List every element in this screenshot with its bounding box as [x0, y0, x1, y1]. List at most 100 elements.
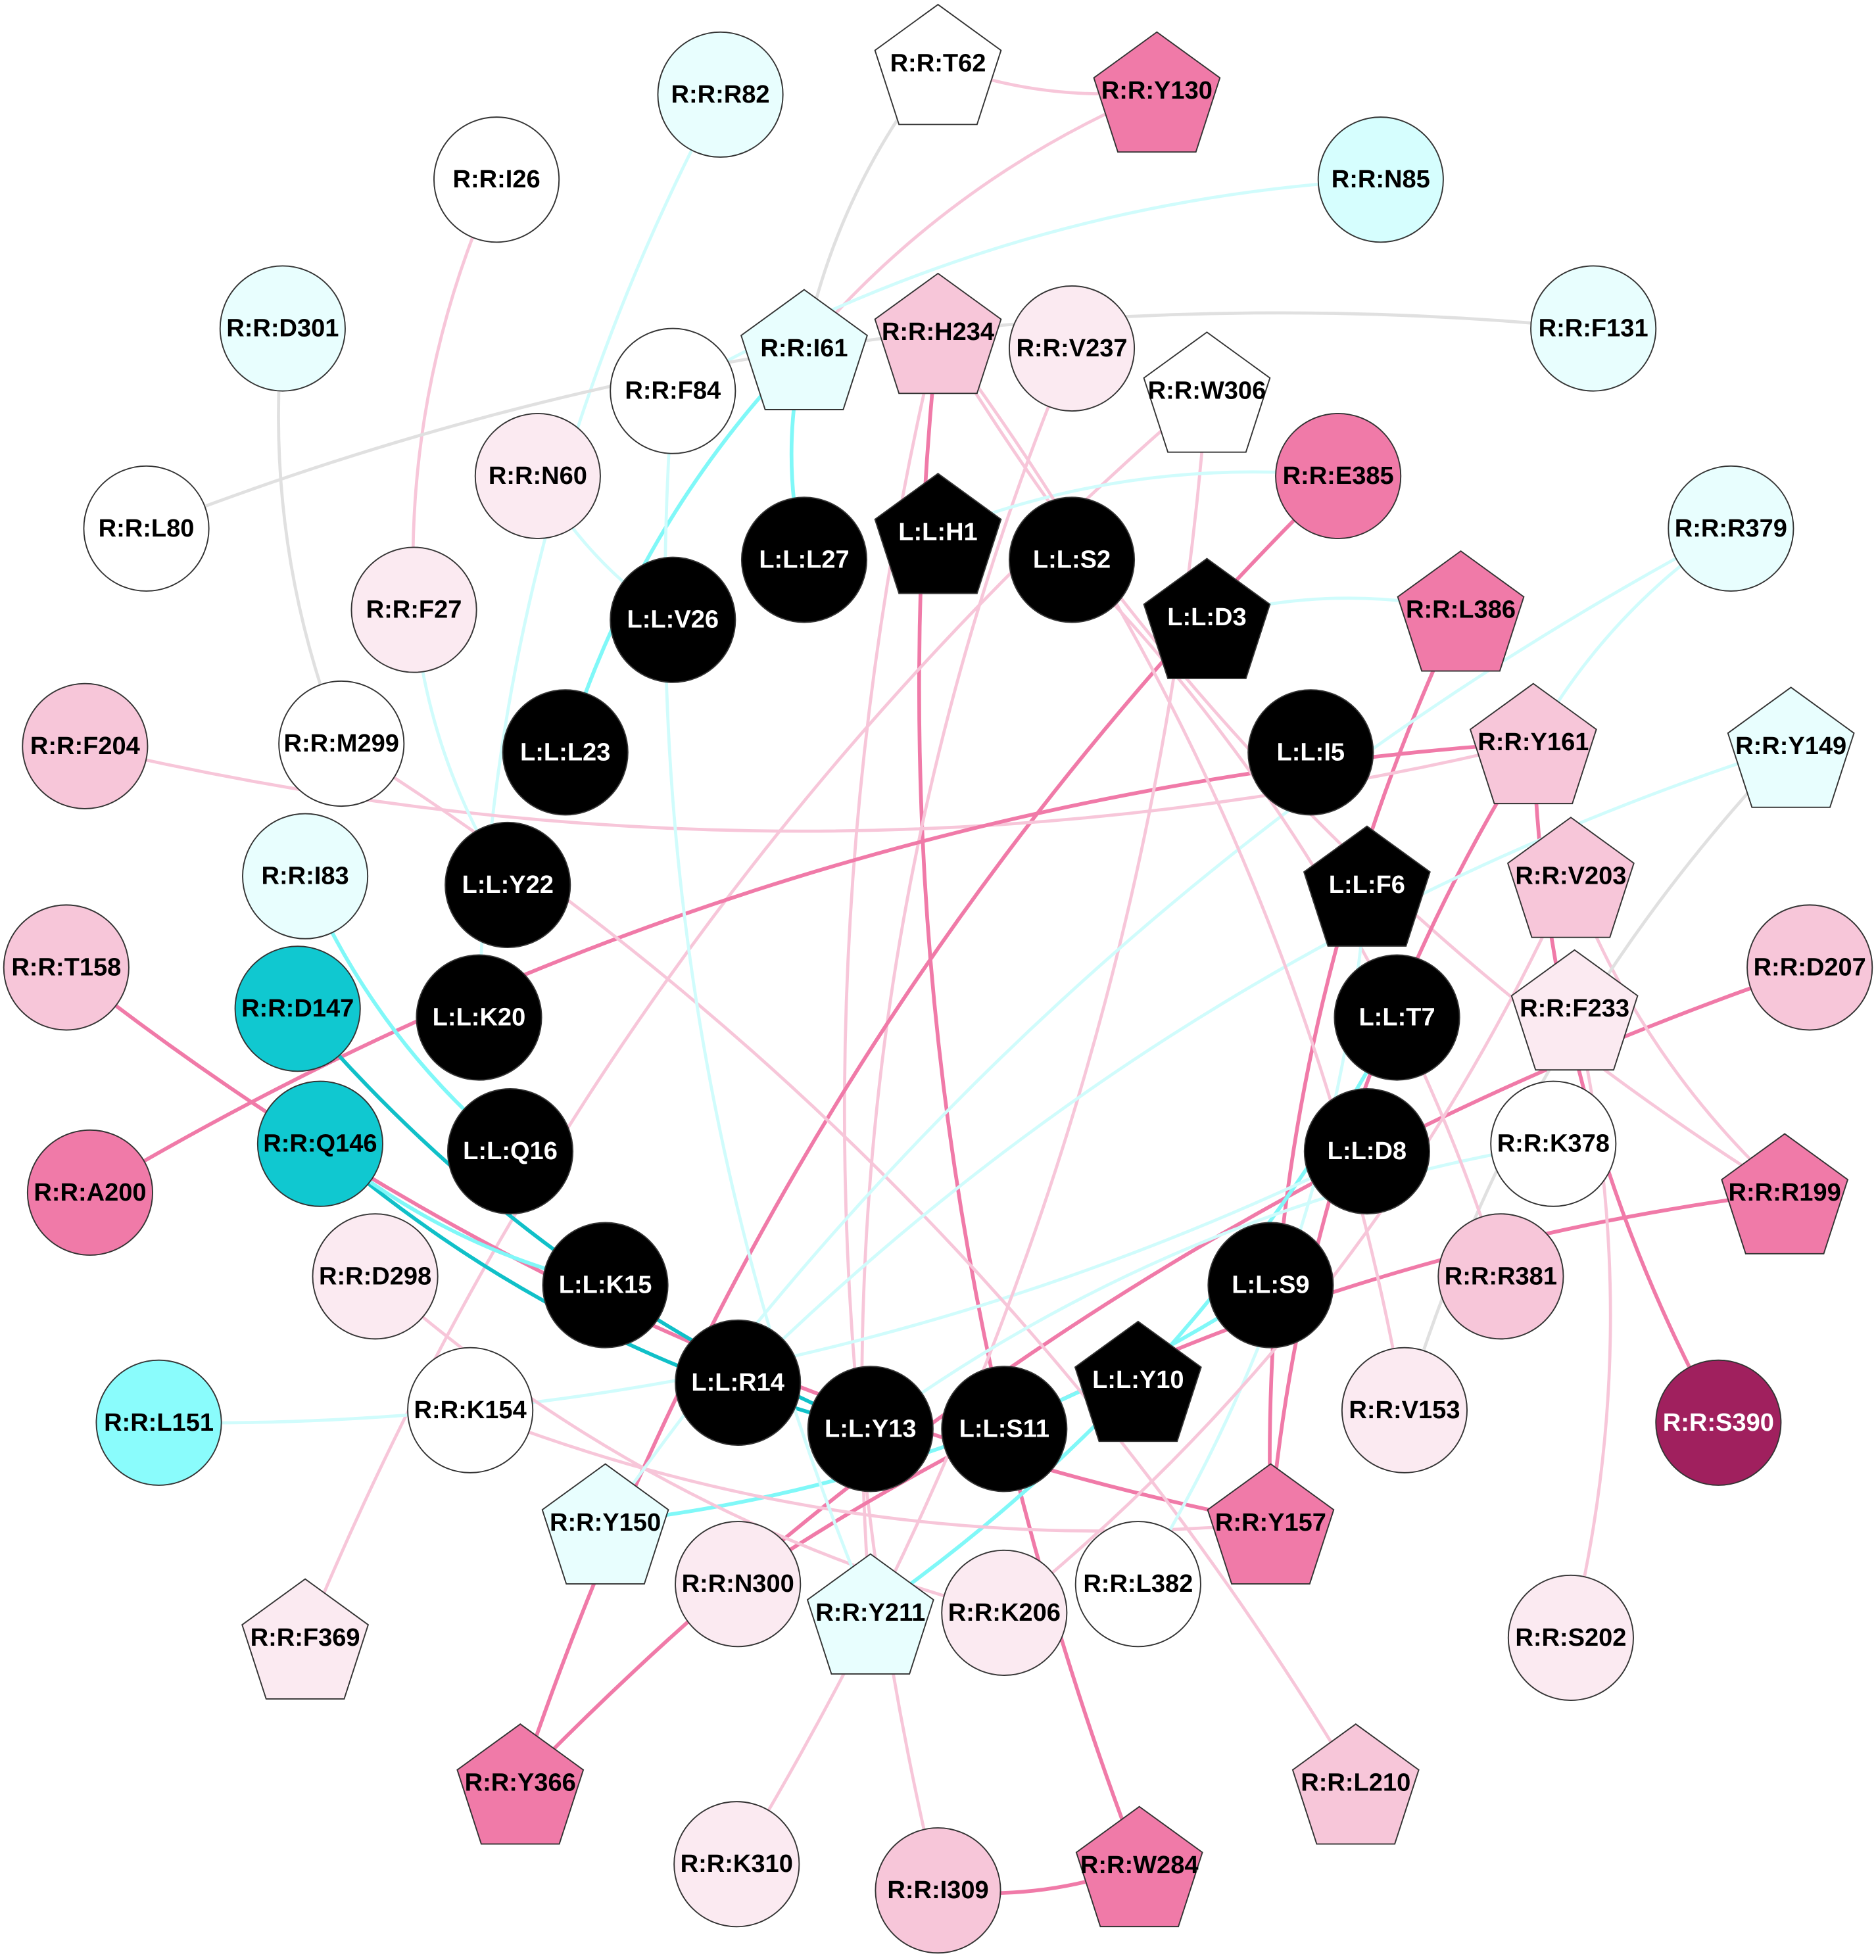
node-s390[interactable]: R:R:S390: [1655, 1359, 1782, 1486]
node-y366[interactable]: R:R:Y366: [456, 1723, 585, 1845]
node-f84[interactable]: R:R:F84: [610, 327, 736, 454]
pentagon-node-shape: [1721, 1133, 1849, 1255]
pentagon-node-shape: [1143, 331, 1271, 453]
node-f131[interactable]: R:R:F131: [1530, 265, 1657, 392]
node-k378[interactable]: R:R:K378: [1490, 1080, 1617, 1207]
circle-node-shape: [22, 682, 149, 809]
node-w306[interactable]: R:R:W306: [1143, 331, 1271, 453]
node-d3[interactable]: L:L:D3: [1143, 558, 1271, 679]
node-h234[interactable]: R:R:H234: [874, 272, 1002, 394]
node-k20[interactable]: L:L:K20: [416, 954, 542, 1081]
edge-I61-L23: [563, 347, 806, 753]
node-w284[interactable]: R:R:W284: [1075, 1805, 1203, 1928]
node-label: L:L:S2: [1033, 546, 1111, 573]
node-y157[interactable]: R:R:Y157: [1207, 1463, 1335, 1585]
node-h1[interactable]: L:L:H1: [874, 473, 1002, 594]
node-i61[interactable]: R:R:I61: [740, 289, 868, 410]
node-k154[interactable]: R:R:K154: [407, 1347, 534, 1473]
node-f6[interactable]: L:L:F6: [1303, 825, 1431, 947]
node-label: L:L:V26: [627, 606, 719, 634]
node-r379[interactable]: R:R:R379: [1668, 465, 1794, 592]
circle-node-shape: [1341, 1347, 1468, 1473]
node-s9[interactable]: L:L:S9: [1207, 1222, 1334, 1349]
node-l23[interactable]: L:L:L23: [502, 689, 629, 816]
node-label: R:R:K206: [948, 1599, 1061, 1627]
node-k206[interactable]: R:R:K206: [941, 1549, 1068, 1676]
node-s11[interactable]: L:L:S11: [941, 1366, 1068, 1493]
node-l382[interactable]: R:R:L382: [1074, 1521, 1201, 1648]
node-q16[interactable]: L:L:Q16: [446, 1088, 574, 1215]
node-l210[interactable]: R:R:L210: [1291, 1723, 1420, 1845]
node-y149[interactable]: R:R:Y149: [1727, 686, 1855, 808]
node-i5[interactable]: L:L:I5: [1247, 689, 1374, 816]
node-t158[interactable]: R:R:T158: [3, 904, 130, 1031]
node-l27[interactable]: L:L:L27: [740, 496, 868, 623]
pentagon-node-shape: [1143, 558, 1271, 679]
node-d147[interactable]: R:R:D147: [234, 945, 361, 1072]
pentagon-node-shape: [1506, 817, 1635, 938]
node-m299[interactable]: R:R:M299: [278, 680, 405, 807]
node-r199[interactable]: R:R:R199: [1721, 1133, 1849, 1255]
node-r14[interactable]: L:L:R14: [675, 1319, 802, 1446]
node-y10[interactable]: L:L:Y10: [1074, 1320, 1202, 1443]
node-n300[interactable]: R:R:N300: [675, 1521, 802, 1648]
circle-node-shape: [433, 116, 560, 243]
circle-node-shape: [675, 1521, 802, 1648]
node-s202[interactable]: R:R:S202: [1507, 1574, 1634, 1702]
node-v237[interactable]: R:R:V237: [1008, 285, 1136, 412]
circle-node-shape: [1008, 285, 1136, 412]
node-a200[interactable]: R:R:A200: [26, 1129, 153, 1256]
circle-node-shape: [610, 556, 736, 683]
node-d207[interactable]: R:R:D207: [1746, 904, 1873, 1031]
node-v153[interactable]: R:R:V153: [1341, 1347, 1468, 1473]
node-label: R:R:R199: [1729, 1179, 1841, 1207]
node-i26[interactable]: R:R:I26: [433, 116, 560, 243]
node-k15[interactable]: L:L:K15: [542, 1222, 669, 1349]
node-t7[interactable]: L:L:T7: [1334, 954, 1460, 1081]
node-i83[interactable]: R:R:I83: [242, 813, 369, 940]
node-f204[interactable]: R:R:F204: [22, 682, 149, 809]
node-t62[interactable]: R:R:T62: [874, 3, 1002, 126]
node-i309[interactable]: R:R:I309: [875, 1827, 1001, 1954]
node-r381[interactable]: R:R:R381: [1437, 1213, 1564, 1340]
node-f27[interactable]: R:R:F27: [350, 546, 477, 673]
node-label: L:L:Y10: [1092, 1366, 1184, 1394]
node-y22[interactable]: L:L:Y22: [445, 821, 571, 948]
circle-node-shape: [474, 412, 601, 540]
node-d301[interactable]: R:R:D301: [219, 265, 346, 392]
node-s2[interactable]: L:L:S2: [1008, 496, 1136, 623]
node-label: R:R:D147: [241, 995, 354, 1022]
node-f233[interactable]: R:R:F233: [1510, 949, 1639, 1071]
node-n60[interactable]: R:R:N60: [474, 412, 601, 540]
node-f369[interactable]: R:R:F369: [241, 1578, 370, 1700]
node-v26[interactable]: L:L:V26: [610, 556, 736, 683]
pentagon-node-shape: [541, 1463, 669, 1585]
node-label: R:R:Y157: [1215, 1509, 1326, 1537]
node-y150[interactable]: R:R:Y150: [541, 1463, 669, 1585]
node-y161[interactable]: R:R:Y161: [1469, 682, 1597, 805]
node-n85[interactable]: R:R:N85: [1317, 116, 1444, 243]
circle-node-shape: [740, 496, 868, 623]
circle-node-shape: [350, 546, 477, 673]
node-k310[interactable]: R:R:K310: [673, 1801, 800, 1928]
node-d8[interactable]: L:L:D8: [1303, 1088, 1430, 1215]
node-q146[interactable]: R:R:Q146: [256, 1080, 383, 1207]
node-label: R:R:F233: [1520, 995, 1629, 1022]
node-l151[interactable]: R:R:L151: [95, 1359, 222, 1486]
node-l386[interactable]: R:R:L386: [1397, 550, 1525, 672]
node-y13[interactable]: L:L:Y13: [807, 1366, 934, 1493]
node-r82[interactable]: R:R:R82: [657, 31, 784, 158]
node-y130[interactable]: R:R:Y130: [1093, 31, 1221, 153]
node-label: R:R:F84: [625, 377, 721, 405]
node-v203[interactable]: R:R:V203: [1506, 817, 1635, 938]
pentagon-node-shape: [1469, 682, 1597, 805]
node-d298[interactable]: R:R:D298: [312, 1213, 439, 1340]
node-y211[interactable]: R:R:Y211: [806, 1553, 934, 1675]
node-e385[interactable]: R:R:E385: [1275, 412, 1402, 540]
circle-node-shape: [1655, 1359, 1782, 1486]
circle-node-shape: [445, 821, 571, 948]
node-l80[interactable]: R:R:L80: [83, 465, 210, 592]
circle-node-shape: [256, 1080, 383, 1207]
pentagon-node-shape: [1727, 686, 1855, 808]
circle-node-shape: [1303, 1088, 1430, 1215]
